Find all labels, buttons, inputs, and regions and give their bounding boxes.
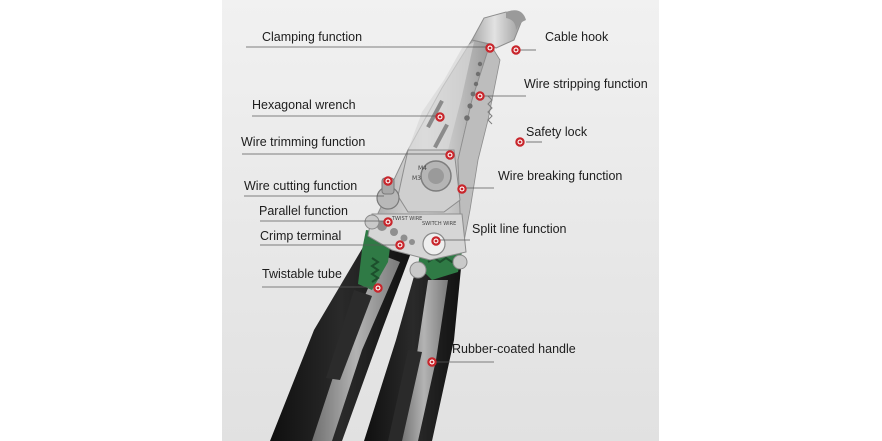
label-wire-trimming-function: Wire trimming function — [241, 135, 366, 149]
lower-rivet — [409, 261, 427, 279]
label-wire-stripping-function: Wire stripping function — [524, 77, 648, 91]
product-image-panel: M4 M3 TWIST WIRE SWITCH WIRE — [222, 0, 659, 441]
label-wire-cutting-function: Wire cutting function — [244, 179, 358, 193]
label-clamping-function: Clamping function — [262, 30, 363, 44]
label-rubber-coated-handle: Rubber-coated handle — [452, 342, 576, 356]
engraved-switch-wire: SWITCH WIRE — [422, 221, 456, 227]
right-rivet — [452, 254, 468, 270]
wire-stripper-pliers-illustration: M4 M3 TWIST WIRE SWITCH WIRE — [270, 10, 526, 441]
left-teeth — [370, 257, 380, 283]
label-split-line-function: Split line function — [472, 222, 567, 236]
label-twistable-tube: Twistable tube — [262, 267, 342, 281]
engraved-m4: M4 — [418, 165, 427, 172]
engraved-twist-wire: TWIST WIRE — [391, 216, 422, 222]
label-hexagonal-wrench: Hexagonal wrench — [252, 98, 356, 112]
label-cable-hook: Cable hook — [545, 30, 609, 44]
left-rivet — [364, 214, 380, 230]
label-crimp-terminal: Crimp terminal — [260, 229, 342, 243]
right-handle — [364, 258, 462, 441]
split-line-disc — [422, 232, 446, 256]
label-parallel-function: Parallel function — [259, 204, 348, 218]
label-safety-lock: Safety lock — [526, 125, 588, 139]
steel-body: M4 M3 TWIST WIRE SWITCH WIRE — [364, 10, 526, 279]
label-wire-breaking-function: Wire breaking function — [498, 169, 623, 183]
engraved-m3: M3 — [412, 175, 421, 182]
